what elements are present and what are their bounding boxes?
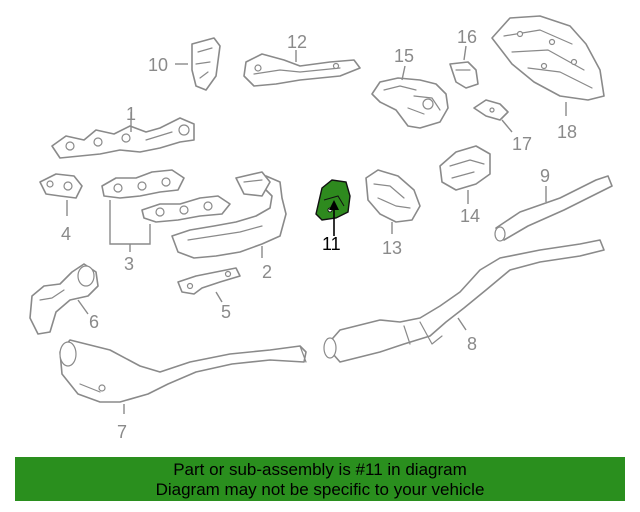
part-17-bracket[interactable] [473,99,509,121]
part-5-bracket[interactable] [177,267,241,295]
arrow-11 [329,200,339,210]
callout-16[interactable]: 16 [457,27,477,47]
callout-2[interactable]: 2 [262,262,272,282]
callout-7[interactable]: 7 [117,422,127,442]
part-14-heat-shield[interactable] [439,145,491,191]
part-15-heat-shield[interactable] [371,77,449,129]
callout-5[interactable]: 5 [221,302,231,322]
callout-8[interactable]: 8 [467,334,477,354]
callout-18[interactable]: 18 [557,122,577,142]
callout-4[interactable]: 4 [61,224,71,244]
part-16-bracket[interactable] [449,61,479,89]
part-4-gasket[interactable] [39,173,83,199]
callout-9[interactable]: 9 [540,166,550,186]
part-1-exhaust-manifold[interactable] [51,117,195,159]
notice-line-2: Diagram may not be specific to your vehi… [155,480,485,499]
leader-8 [457,317,467,331]
callout-6[interactable]: 6 [89,312,99,332]
leader-17 [501,119,513,133]
callout-10[interactable]: 10 [148,55,168,75]
callout-3[interactable]: 3 [124,254,134,274]
part-13-heat-shield[interactable] [365,169,421,223]
part-10-bracket[interactable] [191,37,221,91]
part-11-heat-shield-highlighted[interactable] [315,179,351,221]
leader-15 [401,65,406,81]
part-12-heat-shield[interactable] [243,53,361,87]
exhaust-parts-diagram: 10 12 15 16 18 17 [29,15,613,442]
leader-16 [463,45,467,61]
leader-3 [109,200,151,245]
part-3-gaskets[interactable] [101,169,231,223]
part-7-catalytic-converter[interactable] [59,339,307,403]
callout-11[interactable]: 11 [322,234,341,254]
leader-5 [215,291,223,303]
part-2-manifold-converter[interactable] [171,171,287,259]
notice-banner: Part or sub-assembly is #11 in diagram D… [15,457,625,501]
callout-17[interactable]: 17 [512,134,532,154]
part-6-front-pipe[interactable] [29,263,99,335]
notice-line-1: Part or sub-assembly is #11 in diagram [173,460,467,479]
callout-14[interactable]: 14 [460,206,480,226]
part-8-center-pipe[interactable] [323,239,605,363]
callout-13[interactable]: 13 [382,238,402,258]
callout-15[interactable]: 15 [394,46,414,66]
callout-1[interactable]: 1 [126,104,136,124]
leader-6 [77,299,89,315]
callout-12[interactable]: 12 [287,32,307,52]
part-9-pipe[interactable] [494,175,613,242]
part-18-underbody-shield[interactable] [491,15,605,101]
